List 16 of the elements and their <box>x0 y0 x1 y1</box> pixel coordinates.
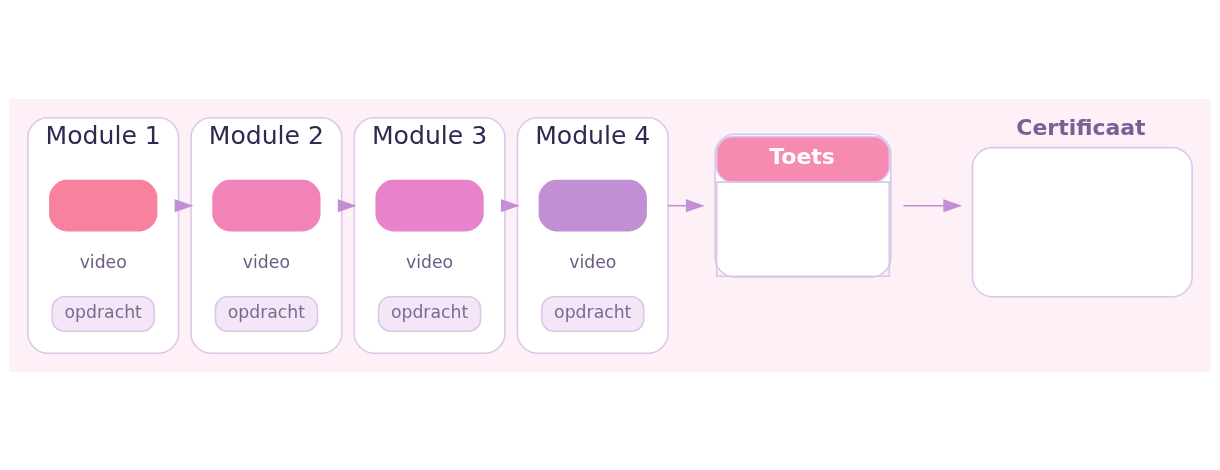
arrow <box>667 198 705 212</box>
node-label: video <box>79 251 127 272</box>
node-label: video <box>406 251 454 272</box>
node-label: video <box>569 251 617 272</box>
node-label: Certificaat <box>1016 114 1146 140</box>
node-box: opdracht <box>51 295 155 332</box>
node-box: opdracht <box>214 295 319 332</box>
node-box <box>212 179 321 232</box>
node-box: opdracht <box>377 295 482 332</box>
node-box <box>49 179 158 232</box>
arrow <box>902 198 963 212</box>
arrow <box>500 198 520 212</box>
node-box <box>375 179 484 232</box>
node-box <box>538 179 647 232</box>
node-box: opdracht <box>540 295 645 332</box>
node-label: video <box>242 251 290 272</box>
